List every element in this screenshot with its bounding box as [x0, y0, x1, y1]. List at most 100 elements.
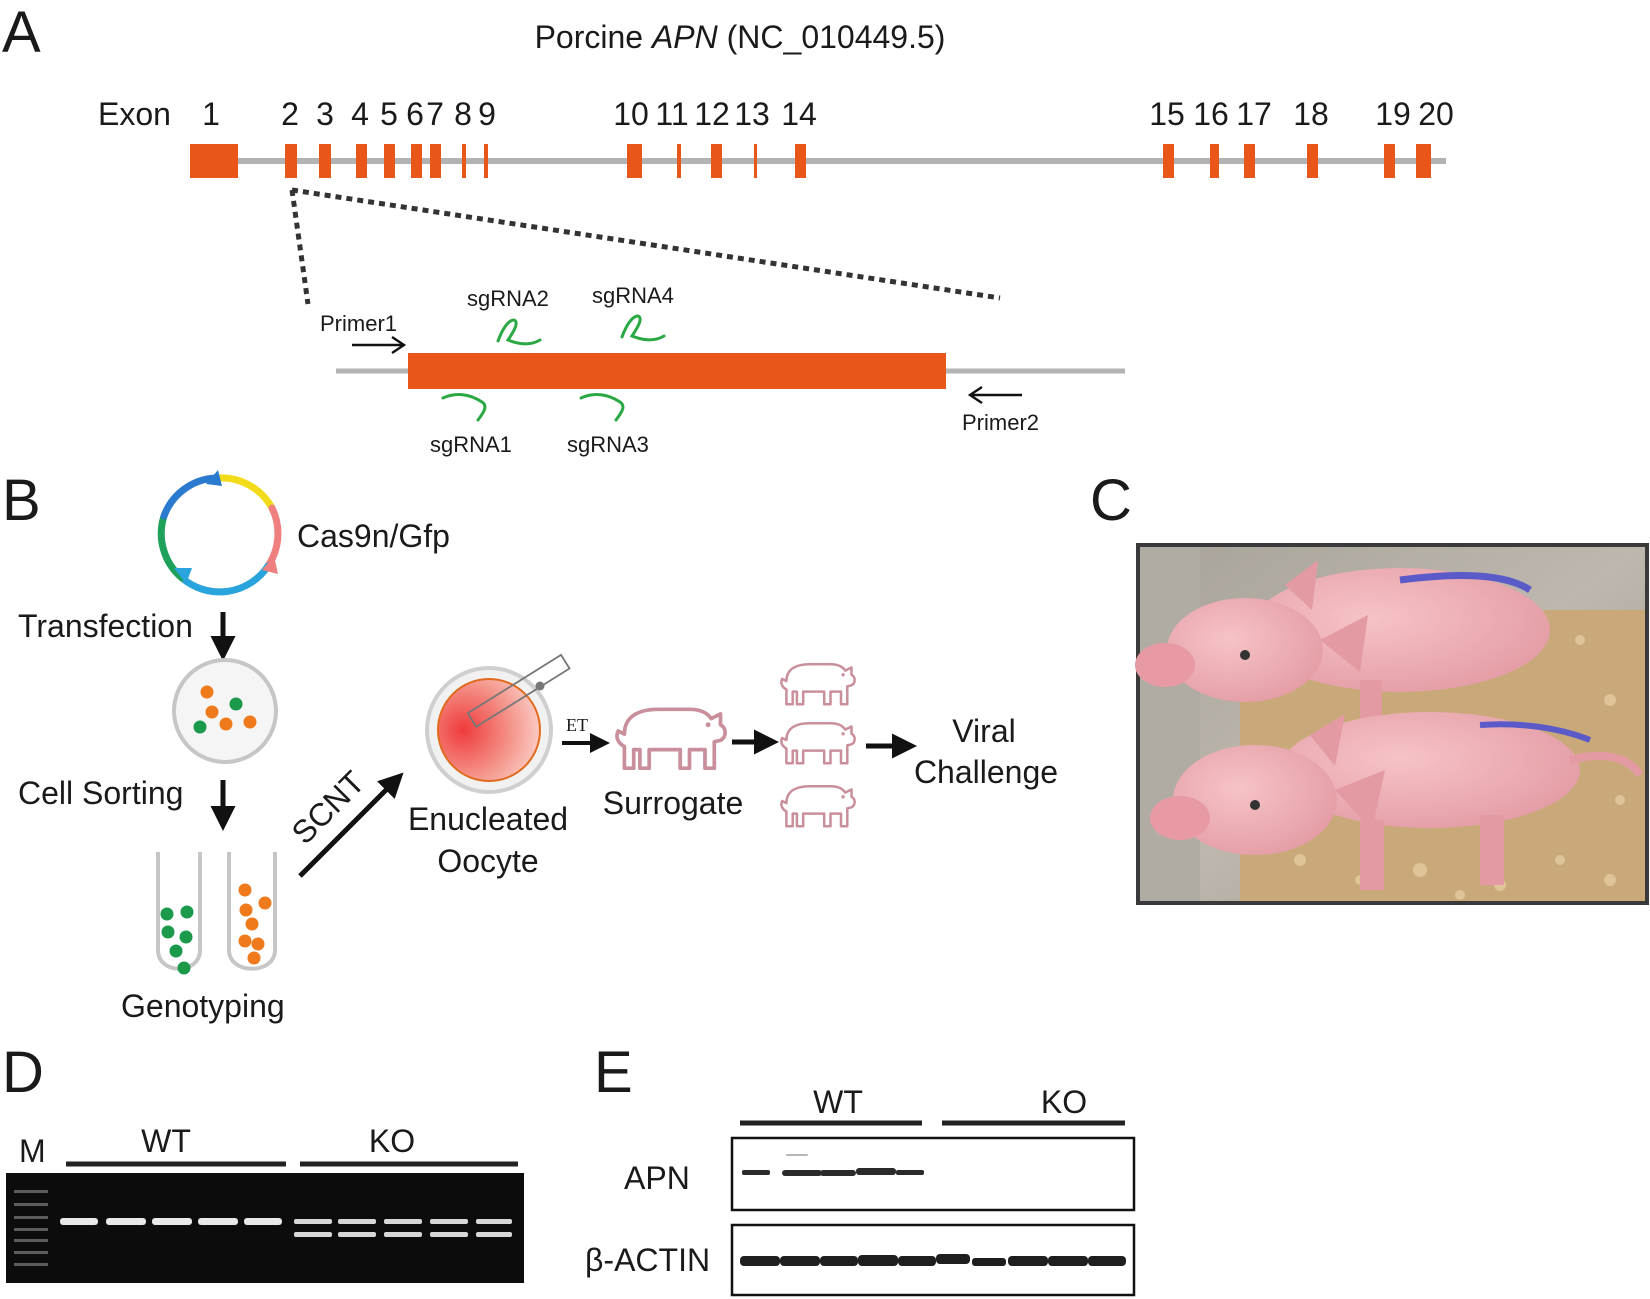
exon-20-label: 20: [1418, 96, 1454, 132]
panel-d-letter: D: [2, 1040, 44, 1105]
sgrna2-label: sgRNA2: [467, 286, 549, 311]
exon-5-label: 5: [380, 96, 398, 132]
exon-16-box: [1210, 144, 1219, 178]
plasmid-arrowheads: [174, 470, 278, 584]
cell-sorting-label: Cell Sorting: [18, 775, 183, 811]
sgrna4-label: sgRNA4: [592, 283, 674, 308]
apn-blot-bands: [742, 1154, 924, 1176]
exon-11-label: 11: [655, 96, 688, 132]
exon-number-labels: 1 2 3 4 5 6 7 8 9 10 11 12 13 14 15 16 1…: [202, 96, 1454, 132]
surrogate-pig-icon: [615, 707, 728, 771]
exon-19-label: 19: [1375, 96, 1411, 132]
exon-9-box: [484, 144, 488, 178]
panel-a-letter: A: [2, 0, 41, 65]
exon-3-label: 3: [316, 96, 334, 132]
dish-cells: [193, 685, 257, 734]
panel-a-title-suffix: (NC_010449.5): [718, 19, 946, 55]
exon-15-label: 15: [1149, 96, 1185, 132]
exon-6-box: [411, 144, 422, 178]
exon-7-label: 7: [426, 96, 444, 132]
sgrna1-label: sgRNA1: [430, 432, 512, 457]
exon-16-label: 16: [1193, 96, 1229, 132]
piglet-bottom: [1150, 712, 1644, 890]
piglet-icon-3: [780, 785, 856, 828]
micropipette: [466, 653, 571, 729]
sgrna-guides: [441, 314, 666, 422]
exon-15-box: [1163, 144, 1174, 178]
tube-green-cells: [160, 905, 194, 975]
piglet-icon-2: [780, 722, 856, 765]
actin-blot-bands: [740, 1254, 1126, 1266]
exon-14-label: 14: [781, 96, 817, 132]
exon-13-box: [754, 144, 757, 178]
primer2-arrow: [967, 386, 1022, 404]
blot-apn-label: APN: [624, 1160, 690, 1196]
zoom-dashed-lines: [289, 187, 1001, 305]
exon-6-label: 6: [406, 96, 424, 132]
sgrna1-squiggle: [441, 393, 487, 422]
panel-a-title-prefix: Porcine: [535, 19, 652, 55]
gel-bands-ko: [294, 1219, 512, 1237]
pcr-gel-image: [6, 1173, 524, 1283]
sgrna3-label: sgRNA3: [567, 432, 649, 457]
exon-4-label: 4: [351, 96, 369, 132]
genotyping-label: Genotyping: [121, 988, 285, 1024]
exon-8-box: [462, 144, 466, 178]
tube-orange-cells: [238, 883, 272, 965]
exon-9-label: 9: [478, 96, 496, 132]
exon-2-label: 2: [281, 96, 299, 132]
oocyte-label-line2: Oocyte: [437, 843, 538, 879]
transfection-label: Transfection: [18, 608, 193, 644]
exon-3-box: [319, 144, 331, 178]
panel-b-letter: B: [2, 468, 41, 533]
exon-17-label: 17: [1236, 96, 1272, 132]
surrogate-label: Surrogate: [603, 785, 744, 821]
enucleated-oocyte: [425, 653, 571, 794]
primer1-label: Primer1: [320, 311, 397, 336]
oocyte-label-line1: Enucleated: [408, 801, 568, 837]
piglet-top: [1135, 560, 1550, 740]
exon-12-label: 12: [694, 96, 730, 132]
sorting-dish: [172, 658, 278, 764]
primer2-label: Primer2: [962, 410, 1039, 435]
exon-2-box: [285, 144, 297, 178]
blot-actin-label: β-ACTIN: [585, 1242, 710, 1278]
gel-ladder: [14, 1190, 48, 1266]
apn-blot-image: [730, 1136, 1136, 1212]
primer1-arrow: [352, 336, 407, 354]
exon-13-label: 13: [734, 96, 770, 132]
exon-boxes: [190, 144, 1431, 178]
gel-marker-label: M: [19, 1133, 46, 1169]
exon-14-box: [795, 144, 806, 178]
gel-wt-label: WT: [141, 1123, 191, 1159]
gel-ko-label: KO: [369, 1123, 415, 1159]
exon-1-label: 1: [202, 96, 220, 132]
exon-18-label: 18: [1293, 96, 1329, 132]
exon-10-label: 10: [613, 96, 649, 132]
exon-4-box: [356, 144, 367, 178]
sgrna3-squiggle: [579, 393, 625, 422]
exon-20-box: [1416, 144, 1431, 178]
arrow-scnt: [298, 772, 404, 878]
piglet-icon-1: [780, 663, 856, 706]
exon-17-box: [1244, 144, 1255, 178]
exon-12-box: [711, 144, 722, 178]
exon-8-label: 8: [454, 96, 472, 132]
exon-label: Exon: [98, 96, 171, 132]
exon-1-box: [190, 144, 238, 178]
panel-a-title: Porcine APN (NC_010449.5): [535, 19, 946, 55]
gel-bands-wt: [60, 1218, 282, 1225]
blot-wt-label: WT: [813, 1084, 863, 1120]
viral-label-line2: Challenge: [914, 754, 1058, 790]
exon-10-box: [627, 144, 642, 178]
exon-19-box: [1384, 144, 1395, 178]
exon-18-box: [1307, 144, 1318, 178]
sgrna2-squiggle: [496, 318, 542, 346]
exon-7-box: [430, 144, 441, 178]
plasmid-ring: [157, 474, 282, 596]
panel-a-title-gene: APN: [650, 19, 719, 55]
viral-label-line1: Viral: [952, 713, 1015, 749]
photo-crate-wall: [1140, 547, 1200, 901]
et-label: ET: [566, 715, 588, 735]
